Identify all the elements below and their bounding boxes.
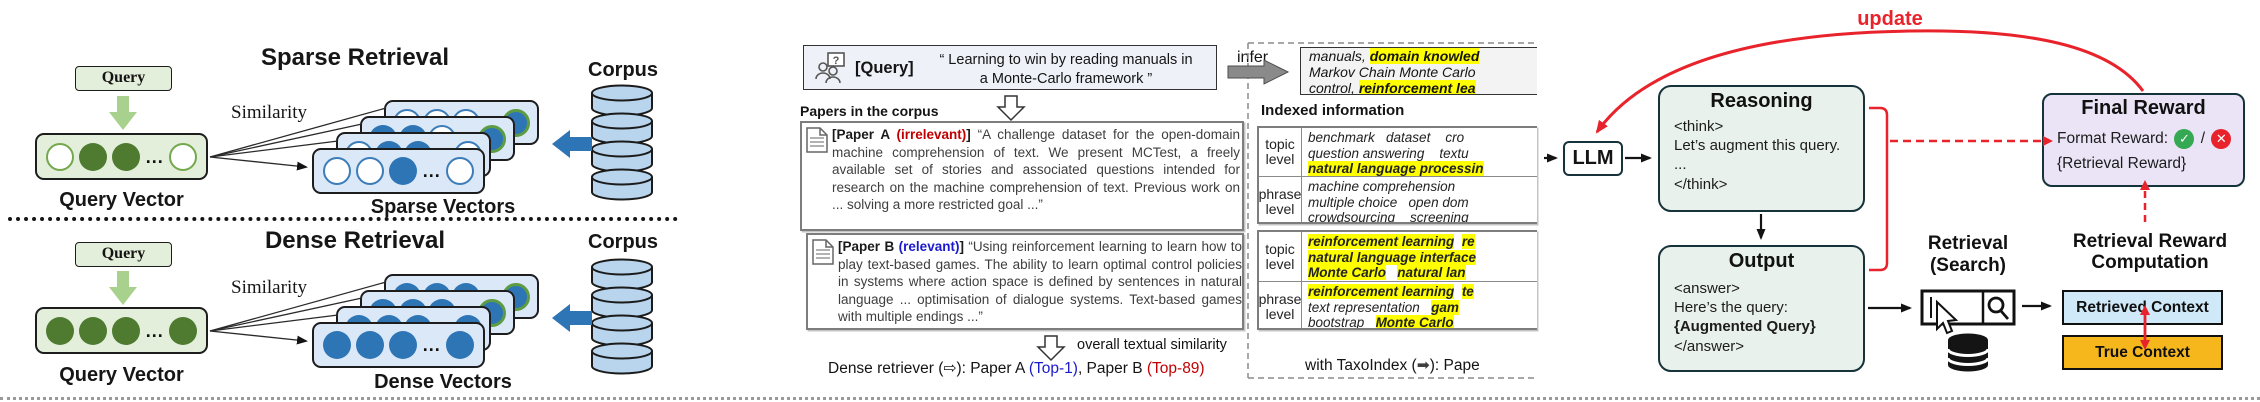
- sparse-query-box: Query: [75, 66, 172, 91]
- cross-icon: ✕: [2211, 129, 2232, 149]
- true-context-box: True Context: [2062, 335, 2223, 370]
- bottom-dotted-divider: [0, 397, 2260, 400]
- phrase-level-label: phrase level: [1259, 177, 1302, 222]
- retrieval-label-line2: (Search): [1929, 255, 2007, 276]
- reward-bracket: [1869, 106, 1889, 272]
- query-label: [Query]: [855, 59, 914, 77]
- retrieval-search-label: Retrieval (Search): [1912, 233, 2024, 277]
- topic-level-label: topic level: [1259, 232, 1302, 282]
- papers-heading: Papers in the corpus: [800, 103, 939, 119]
- users-question-icon: ?: [815, 52, 845, 84]
- dense-doc-vector-front: ...: [312, 322, 485, 368]
- dense-query-vector-label: Query Vector: [59, 364, 184, 386]
- slash: /: [2200, 130, 2206, 148]
- dense-query-vector: ...: [35, 307, 208, 354]
- retrieval-reward-computation-label: Retrieval Reward Computation: [2052, 231, 2248, 273]
- sparse-corpus-database-icon: [591, 84, 653, 201]
- query-text: “ Learning to win by reading manuals in …: [932, 51, 1200, 89]
- think-ellipsis: ...: [1674, 156, 1687, 174]
- format-reward-label: Format Reward:: [2057, 130, 2169, 148]
- query-text-line2: a Monte-Carlo framework ”: [979, 71, 1153, 87]
- sparse-corpus-arrow-icon: [552, 130, 592, 158]
- search-bar-icon: [1920, 289, 2016, 326]
- think-text: Let’s augment this query.: [1674, 137, 1841, 155]
- sparse-vectors-label: Sparse Vectors: [370, 196, 516, 218]
- dense-vectors-label: Dense Vectors: [374, 371, 512, 393]
- output-box: Output <answer> Here’s the query: {Augme…: [1658, 245, 1865, 372]
- paper-a-text: [Paper A (irrelevant)] “A challenge data…: [832, 127, 1241, 213]
- sparse-doc-vector-front: ...: [312, 148, 485, 194]
- search-database-icon: [1946, 333, 1990, 372]
- retrieved-context-box: Retrieved Context: [2062, 290, 2223, 325]
- middle-query-box: [803, 45, 1217, 90]
- document-icon: [806, 127, 828, 153]
- answer-close: </answer>: [1674, 337, 1745, 355]
- dense-query-box: Query: [75, 242, 172, 267]
- retrieval-reward-row: {Retrieval Reward}: [2057, 155, 2187, 172]
- dense-similarity-label: Similarity: [231, 277, 307, 298]
- sparse-query-vector-label: Query Vector: [59, 189, 184, 211]
- augmented-query: {Augmented Query}: [1674, 318, 1816, 336]
- check-icon: ✓: [2174, 129, 2195, 149]
- dense-corpus-label: Corpus: [588, 231, 658, 253]
- final-reward-title: Final Reward: [2081, 97, 2206, 119]
- answer-text: Here’s the query:: [1674, 299, 1788, 317]
- answer-open: <answer>: [1674, 280, 1740, 297]
- dense-query-arrow-icon: [109, 271, 137, 305]
- reasoning-title: Reasoning: [1710, 90, 1813, 112]
- dense-corpus-arrow-icon: [552, 304, 592, 332]
- sparse-retrieval-title: Sparse Retrieval: [260, 44, 450, 71]
- paper-b-text: [Paper B (relevant)] “Using reinforcemen…: [838, 239, 1242, 325]
- svg-text:?: ?: [833, 55, 840, 67]
- paper-a-box: [Paper A (irrelevant)] “A challenge data…: [800, 121, 1244, 231]
- sparse-query-arrow-icon: [109, 96, 137, 130]
- corpus-down-arrow-icon: [996, 95, 1026, 122]
- llm-box: LLM: [1563, 141, 1623, 176]
- reasoning-box: Reasoning <think> Let’s augment this que…: [1658, 85, 1865, 212]
- sparse-corpus-label: Corpus: [588, 59, 658, 81]
- taxoindex-result: with TaxoIndex (➡): Pape: [1305, 356, 1480, 374]
- rrc-label-line2: Computation: [2091, 252, 2209, 273]
- retrieval-label-line1: Retrieval: [1927, 233, 2009, 254]
- left-panel-divider: [8, 217, 678, 221]
- dense-corpus-database-icon: [591, 258, 653, 375]
- think-open: <think>: [1674, 118, 1724, 135]
- overall-similarity-label: overall textual similarity: [1077, 337, 1227, 353]
- think-close: </think>: [1674, 175, 1728, 193]
- rrc-label-line1: Retrieval Reward: [2072, 231, 2228, 252]
- dense-retrieval-title: Dense Retrieval: [264, 227, 446, 254]
- paper-b-box: [Paper B (relevant)] “Using reinforcemen…: [806, 233, 1244, 330]
- final-reward-box: Final Reward Format Reward: ✓ / ✕ {Retri…: [2042, 93, 2245, 187]
- format-reward-row: Format Reward: ✓ / ✕: [2057, 129, 2233, 149]
- indexed-heading: Indexed information: [1261, 102, 1405, 119]
- query-text-line1: “ Learning to win by reading manuals in: [939, 52, 1193, 68]
- sparse-query-vector: ...: [35, 133, 208, 180]
- infer-label: infer: [1237, 49, 1269, 66]
- update-label: update: [1857, 8, 1923, 30]
- phrase-level-label: phrase level: [1259, 282, 1302, 328]
- output-title: Output: [1728, 250, 1795, 272]
- similarity-down-arrow-icon: [1036, 335, 1066, 362]
- sparse-similarity-label: Similarity: [231, 102, 307, 123]
- topic-level-label: topic level: [1259, 128, 1302, 177]
- cursor-icon: [1936, 299, 1959, 335]
- document-icon: [812, 239, 834, 265]
- dense-retriever-result: Dense retriever (⇨): Paper A (Top-1), Pa…: [828, 359, 1205, 377]
